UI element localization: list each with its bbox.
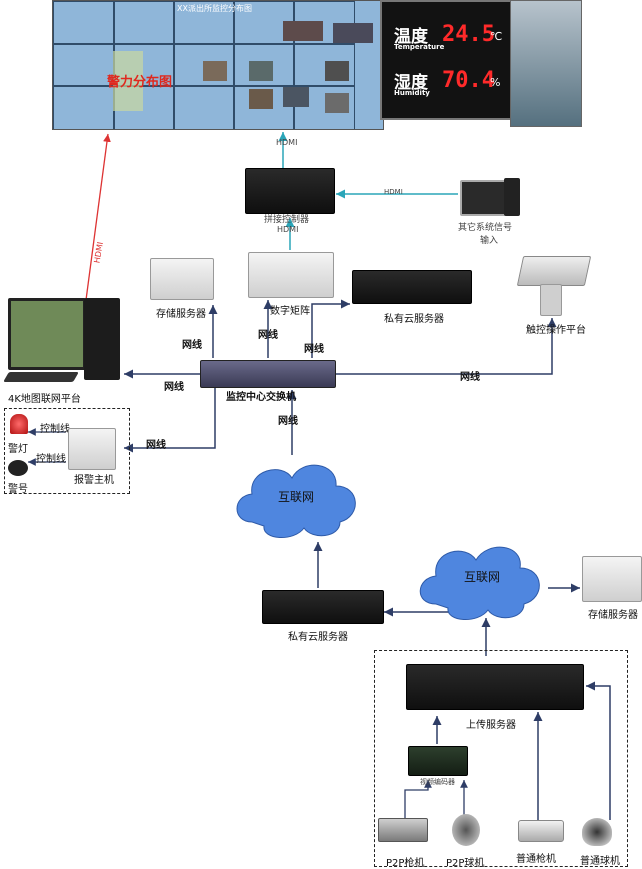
control-line-label-2: 控制线 [36,454,66,465]
p2p-bullet-label: P2P枪机 [386,858,425,869]
hdmi-top-label: HDMI [276,138,298,147]
digital-matrix-label: 数字矩阵 [270,306,310,317]
map-tower-icon [84,298,120,380]
wall-caption: XX派出所监控分布图 [177,4,252,13]
upload-server-label: 上传服务器 [466,720,516,731]
alarm-horn-icon [8,460,28,476]
private-cloud-server-top-icon [352,270,472,304]
storage-server-top-icon [150,258,214,300]
splicer-hdmi-label: HDMI [277,225,299,234]
net-label-6: 网线 [278,416,298,427]
net-label-7: 网线 [146,440,166,451]
private-cloud-server-top-label: 私有云服务器 [384,314,444,325]
central-switch-icon [200,360,336,388]
alarm-light-icon [10,414,28,434]
upload-server-icon [406,664,584,710]
alarm-host-label: 报警主机 [74,475,114,486]
computer-tower-icon [504,178,520,216]
net-label-3: 网线 [304,344,324,355]
field-device-group-frame [374,650,628,867]
map-monitor-icon [8,298,86,370]
map-platform-label: 4K地图联网平台 [8,394,81,405]
digital-matrix-icon [248,252,334,298]
keyboard-icon [3,372,79,382]
p2p-dome-label: P2P球机 [446,858,485,869]
humidity-en-label: Humidity [394,89,430,97]
central-switch-label: 监控中心交换机 [226,392,296,403]
temperature-value: 24.5 [442,22,495,47]
splicer-label: 拼接控制器 [264,215,310,225]
internet-cloud-icon [236,464,356,538]
wall-title: 警力分布图 [107,75,173,90]
temperature-unit: ℃ [490,30,503,43]
humidity-value: 70.4 [442,68,495,93]
alarm-horn-label: 警号 [8,484,28,495]
normal-dome-label: 普通球机 [580,856,620,867]
internet-label-2: 互联网 [464,570,501,584]
storage-server-bottom-label: 存储服务器 [588,610,638,621]
other-input-label-2: 输入 [480,236,499,246]
private-cloud-server-bottom-icon [262,590,384,624]
control-line-label-1: 控制线 [40,424,70,435]
alarm-light-label: 警灯 [8,444,28,455]
humidity-label: 湿度 [394,73,428,93]
normal-bullet-label: 普通枪机 [516,854,556,865]
p2p-dome-camera-icon [452,814,480,846]
video-wall: XX派出所监控分布图 警力分布图 [52,0,384,130]
splicing-controller-icon [245,168,335,214]
net-label-5: 网线 [460,372,480,383]
normal-bullet-camera-icon [518,820,564,842]
internet-cloud-icon [419,546,540,620]
other-input-label-1: 其它系统信号 [458,223,513,233]
alarm-group-frame [4,408,130,494]
net-label-2: 网线 [258,330,278,341]
net-label-4: 网线 [164,382,184,393]
internet-label-1: 互联网 [278,490,315,504]
storage-server-top-label: 存储服务器 [156,309,206,320]
touch-stand-icon [540,284,562,316]
p2p-bullet-camera-icon [378,818,428,842]
video-encoder-label: 视频编码器 [420,778,455,786]
hdmi-side-label: HDMI [384,188,403,196]
touch-panel-icon [516,256,592,286]
temperature-label: 温度 [394,27,428,47]
storage-server-bottom-icon [582,556,642,602]
net-label-1: 网线 [182,340,202,351]
alarm-host-icon [68,428,116,470]
video-encoder-icon [408,746,468,776]
site-photo [510,0,582,127]
computer-monitor-icon [460,180,506,216]
temperature-humidity-display: 温度 Temperature 24.5 ℃ 湿度 Humidity 70.4 % [380,0,512,120]
humidity-unit: % [490,76,501,89]
normal-dome-camera-icon [582,818,612,846]
touch-panel-label: 触控操作平台 [526,325,586,336]
temperature-en-label: Temperature [394,43,445,51]
private-cloud-server-bottom-label: 私有云服务器 [288,632,348,643]
